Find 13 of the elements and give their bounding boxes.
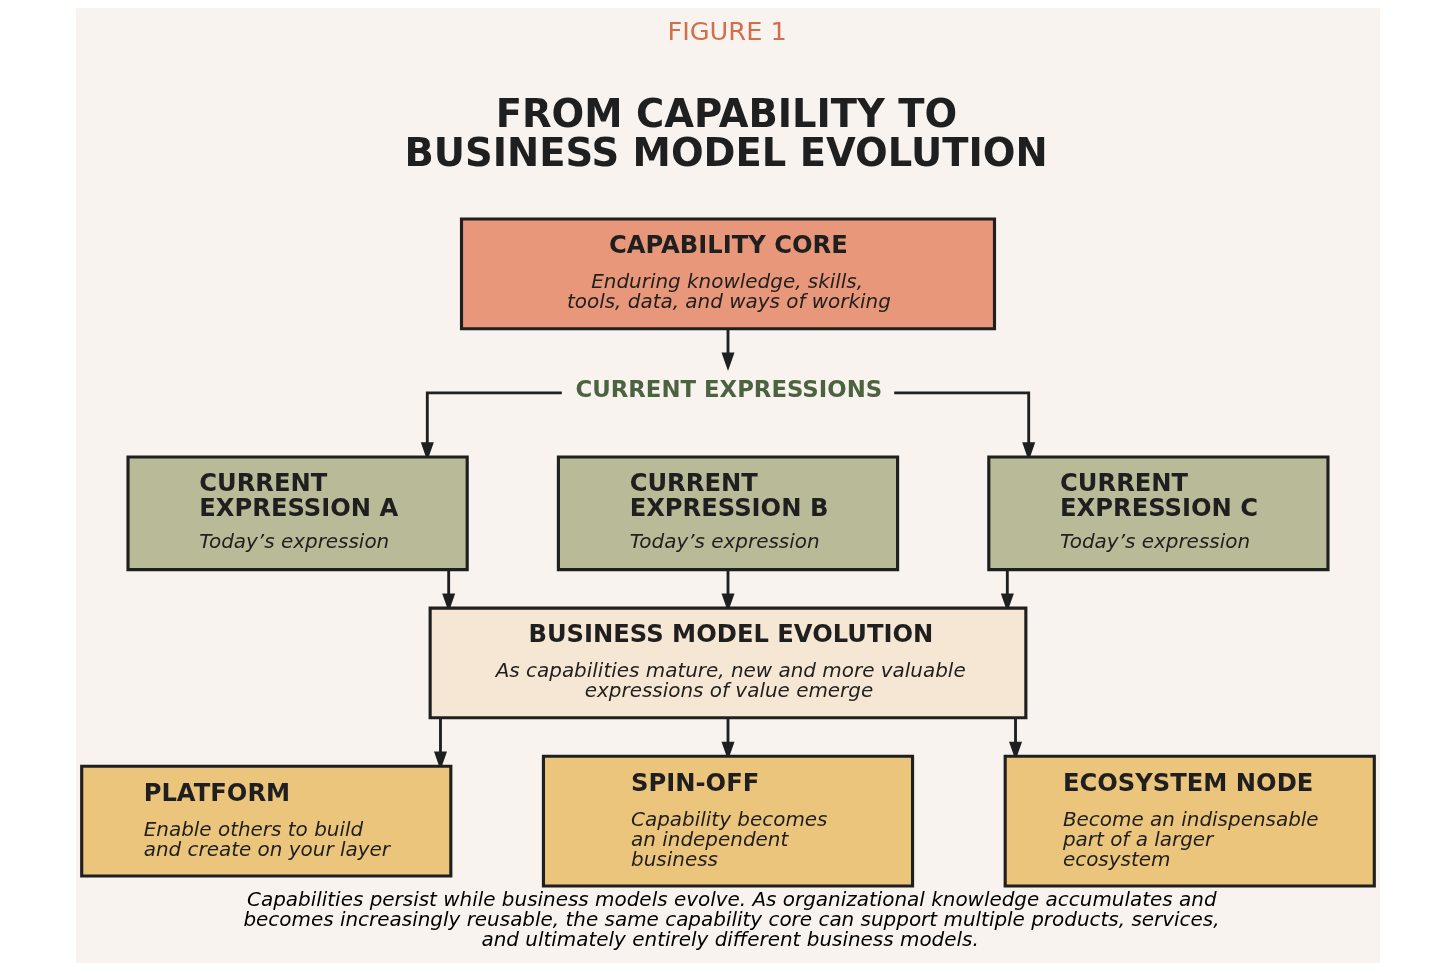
diagram-title: FROM CAPABILITY TO BUSINESS MODEL EVOLUTION bbox=[404, 91, 1048, 175]
node-text: CURRENT EXPRESSIONS bbox=[575, 375, 883, 402]
node-box: BUSINESS MODEL EVOLUTION As capabilities mature, new and more valuable expressions of value emerge bbox=[428, 606, 1028, 720]
node-box: CAPABILITY CORE Enduring knowledge, skills, tools, data, and ways of working bbox=[459, 217, 997, 331]
node-box: CURRENT EXPRESSION B Today’s expression bbox=[556, 455, 900, 572]
node-box: SPIN-OFF Capability becomes an independent business bbox=[541, 754, 915, 888]
node-box: CURRENT EXPRESSION A Today’s expression bbox=[126, 455, 469, 572]
caption: Capabilities persist while business models evolve. As organizational knowledge accumulates and becomes increasingly reusable, the same capability core can support multiple products, services, and ultimately entirely different business models. bbox=[243, 887, 1220, 952]
node-box: CURRENT EXPRESSION C Today’s expression bbox=[987, 455, 1330, 572]
node-box: PLATFORM Enable others to build and create on your layer bbox=[80, 764, 453, 878]
label: FIGURE 1 bbox=[667, 16, 787, 46]
node-box: ECOSYSTEM NODE Become an indispensable part of a larger ecosystem bbox=[1003, 754, 1376, 888]
arrow bbox=[721, 329, 735, 372]
